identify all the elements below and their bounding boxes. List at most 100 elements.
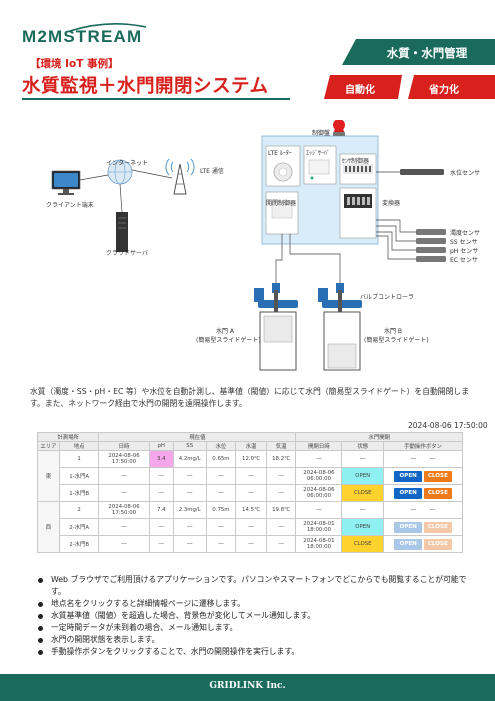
col-ss: SS	[172, 441, 207, 451]
table-row: 2-水門A ― ― ― ― ― ― 2024-08-01 18:00:00 OP…	[38, 518, 463, 536]
dash-cell: ―	[235, 535, 267, 553]
dash-cell: ―	[98, 467, 150, 485]
label-valve-controller: バルブコントローラ	[360, 294, 415, 301]
area-east: 東	[37, 450, 60, 502]
close-button[interactable]: CLOSE	[423, 538, 452, 550]
table-row: 西 2 2024-08-06 17:50:00 7.4 2.3mg/L 0.75…	[37, 501, 463, 553]
water-temp-value: 12.0℃	[235, 450, 267, 468]
dash-cell: ―	[98, 535, 150, 553]
dash-cell: ―	[148, 467, 174, 485]
site-link[interactable]: 2-水門B	[58, 535, 100, 553]
air-temp-value: 18.2℃	[265, 450, 297, 468]
col-state: 状態	[341, 441, 385, 451]
list-item: 水門の開閉状態を表示します。	[38, 634, 478, 646]
gate-op-datetime: 2024-08-01 18:00:00	[295, 518, 343, 536]
gate-op-datetime: 2024-08-01 18:00:00	[295, 535, 343, 553]
site-link[interactable]: 1-水門A	[58, 467, 100, 485]
dash-cell: ―	[98, 484, 150, 502]
area-west: 西	[37, 501, 60, 553]
col-level: 水位	[205, 441, 237, 451]
site-link[interactable]: 2	[58, 501, 100, 519]
dash-cell: ―	[295, 450, 343, 468]
header-tag-shapes	[324, 39, 495, 99]
label-turbidity-sensor: 濁度センサ	[450, 230, 481, 237]
table-row: 2-水門B ― ― ― ― ― ― 2024-08-01 18:00:00 CL…	[38, 535, 463, 553]
dash-cell: ―	[172, 467, 207, 485]
gate-state-open: OPEN	[341, 518, 385, 536]
gate-op-datetime: 2024-08-06 06:00:00	[295, 484, 343, 502]
label-gate-b: 水門 B	[384, 328, 403, 335]
site-link[interactable]: 2-水門A	[58, 518, 100, 536]
dash-cell: ―	[205, 484, 237, 502]
tag-automation: 自動化	[345, 85, 375, 96]
label-ec-sensor: EC センサ	[450, 257, 478, 264]
current-timestamp: 2024-08-06 17:50:00	[408, 421, 488, 430]
dash-cell: ―	[172, 484, 207, 502]
measure-datetime: 2024-08-06 17:50:00	[98, 450, 150, 468]
dash-cell: ―	[235, 518, 267, 536]
label-cloud-server: クラウドサーバ	[106, 250, 148, 257]
label-level-sensor: 水位センサ	[450, 170, 481, 177]
site-link[interactable]: 1	[58, 450, 100, 468]
dash-cell: ―	[265, 467, 297, 485]
footer-bar: GRIDLINK Inc.	[0, 674, 495, 701]
close-button[interactable]: CLOSE	[423, 470, 452, 482]
category-label: 【環境 IoT 事例】	[30, 58, 119, 70]
label-edge-server: ｴｯｼﾞｻｰﾊﾞ	[306, 150, 331, 157]
dash-cell: ― ―	[383, 501, 463, 519]
label-lte-communication: LTE 通信	[200, 168, 224, 175]
title-underline	[22, 98, 290, 100]
gate-state-open: OPEN	[341, 467, 385, 485]
header-current-values: 現在値	[98, 432, 297, 442]
col-datetime: 日時	[98, 441, 150, 451]
status-table: 計測場所 現在値 水門開閉 エリア 地点 日時 pH SS 水位 水温 気温 開…	[36, 432, 463, 553]
col-site: 地点	[58, 441, 100, 451]
label-sensor-controller: ｾﾝｻ制御器	[342, 158, 370, 165]
label-converter: 変換器	[382, 200, 401, 207]
label-ph-sensor: pH センサ	[450, 248, 479, 255]
tag-water-management: 水質・水門管理	[386, 46, 468, 60]
system-description: 水質（濁度・SS・pH・EC 等）や水位を自動計測し、基準値（閾値）に応じて水門…	[30, 387, 469, 408]
dash-cell: ―	[205, 535, 237, 553]
dash-cell: ―	[148, 484, 174, 502]
measure-datetime: 2024-08-06 17:50:00	[98, 501, 150, 519]
gate-state-close: CLOSE	[341, 535, 385, 553]
col-water-temp: 水温	[235, 441, 267, 451]
label-gate-a: 水門 A	[216, 328, 235, 335]
dash-cell: ―	[341, 450, 385, 468]
site-link[interactable]: 1-水門B	[58, 484, 100, 502]
list-item: 一定時間データが未到着の場合、メール通知します。	[38, 622, 478, 634]
dash-cell: ―	[148, 518, 174, 536]
system-diagram: 制御盤 LTE ﾙｰﾀｰ ｴｯｼﾞｻｰﾊﾞ ｾﾝｻ制御器 開閉制御器 変換器 イ…	[0, 119, 495, 380]
open-button[interactable]: OPEN	[394, 487, 423, 499]
company-logo: M2MSTREAM	[22, 27, 143, 46]
table-row: 1-水門B ― ― ― ― ― ― 2024-08-06 06:00:00 CL…	[38, 484, 463, 502]
dash-cell: ―	[172, 535, 207, 553]
manual-buttons: OPEN CLOSE	[383, 518, 463, 536]
ss-value: 2.3mg/L	[172, 501, 207, 519]
open-button[interactable]: OPEN	[394, 538, 423, 550]
level-value: 0.65m	[205, 450, 237, 468]
system-diagram-svg	[51, 119, 446, 371]
page-title: 水質監視＋水門開閉システム	[22, 76, 269, 97]
label-internet: インターネット	[106, 160, 149, 167]
footer-company: GRIDLINK Inc.	[209, 681, 286, 691]
dash-cell: ―	[265, 535, 297, 553]
ss-value: 4.2mg/L	[172, 450, 207, 468]
close-button[interactable]: CLOSE	[423, 487, 452, 499]
dash-cell: ―	[341, 501, 385, 519]
open-button[interactable]: OPEN	[394, 521, 423, 533]
dash-cell: ―	[265, 484, 297, 502]
open-button[interactable]: OPEN	[394, 470, 423, 482]
col-air-temp: 気温	[265, 441, 297, 451]
label-client-terminal: クライアント端末	[46, 202, 94, 209]
dash-cell: ― ―	[383, 450, 463, 468]
tag-labor-saving: 省力化	[429, 85, 459, 96]
close-button[interactable]: CLOSE	[423, 521, 452, 533]
label-lte-router: LTE ﾙｰﾀｰ	[268, 150, 292, 157]
label-control-panel: 制御盤	[312, 130, 331, 137]
air-temp-value: 19.8℃	[265, 501, 297, 519]
dash-cell: ―	[235, 467, 267, 485]
label-ss-sensor: SS センサ	[450, 239, 478, 246]
dash-cell: ―	[148, 535, 174, 553]
